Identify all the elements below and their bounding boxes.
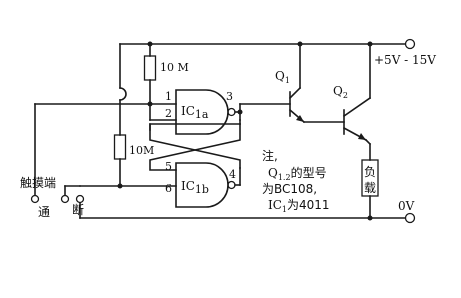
load-label-top: 负 (364, 165, 376, 179)
gate-b-name: IC1b (181, 179, 209, 196)
pin2-label: 2 (165, 107, 172, 120)
resistor-r1 (143, 55, 157, 81)
q1-label: Q1 (275, 69, 290, 85)
ground-terminal (404, 212, 416, 224)
touch-on-label: 通 (38, 205, 50, 219)
note-line3: 为BC108, (262, 182, 317, 196)
supply-terminal-top (404, 38, 416, 50)
touch-title: 触摸端 (20, 176, 56, 190)
zero-volt-label: 0V (398, 199, 415, 213)
pin6-label: 6 (165, 182, 172, 195)
note-line4: IC1为4011 (268, 198, 330, 214)
supply-label: +5V - 15V (374, 53, 436, 67)
pin1-label: 1 (165, 90, 172, 103)
touch-terminal-on (30, 194, 40, 204)
touch-off-label: 断 (72, 202, 84, 217)
pin5-label: 5 (165, 160, 172, 173)
pin3-label: 3 (226, 90, 233, 103)
gate-a-name: IC1a (181, 104, 209, 121)
load-label-bot: 载 (364, 181, 376, 195)
resistor-r1-label: 10 M (160, 61, 189, 74)
resistor-r2 (113, 134, 127, 160)
note-line1: 注, (262, 148, 278, 163)
resistor-r2-label: 10M (129, 144, 154, 157)
note-line2: Q1.2的型号 (268, 165, 327, 182)
touch-terminal-common (60, 194, 70, 204)
touch-terminal-off (75, 194, 85, 204)
q2-label: Q2 (333, 84, 348, 100)
pin4-label: 4 (229, 168, 236, 181)
